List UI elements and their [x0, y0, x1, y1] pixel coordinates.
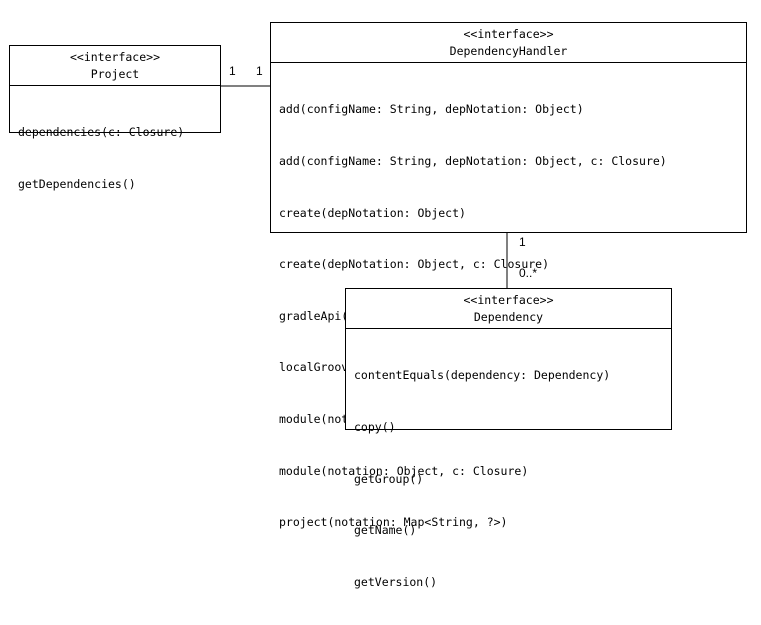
- dependency-handler-method: create(depNotation: Object): [279, 205, 466, 220]
- dependency-method: copy(): [354, 420, 396, 435]
- project-method: dependencies(c: Closure): [18, 125, 185, 140]
- dependency-handler-method: create(depNotation: Object, c: Closure): [279, 257, 550, 272]
- project-stereotype: <<interface>>: [69, 50, 160, 64]
- dependency-handler-interface-box: <<interface>> DependencyHandler add(conf…: [270, 22, 747, 529]
- dependency-handler-name: DependencyHandler: [449, 44, 568, 58]
- dependency-stereotype: <<interface>>: [463, 293, 554, 307]
- project-name: Project: [90, 67, 140, 81]
- multiplicity-handler-bottom: 1: [519, 235, 526, 249]
- dependency-method: getGroup(): [354, 471, 424, 486]
- dependency-handler-method: add(configName: String, depNotation: Obj…: [279, 102, 584, 117]
- project-method: getDependencies(): [18, 177, 136, 192]
- dependency-method: getName(): [354, 523, 417, 538]
- project-methods: dependencies(c: Closure) getDependencies…: [10, 86, 220, 228]
- dependency-method: contentEquals(dependency: Dependency): [354, 368, 611, 383]
- multiplicity-handler-end: 1: [256, 64, 263, 78]
- dependency-method: getVersion(): [354, 574, 438, 589]
- project-interface-box: <<interface>> Project dependencies(c: Cl…: [9, 45, 221, 191]
- dependency-header: <<interface>> Dependency: [346, 289, 671, 329]
- dependency-name: Dependency: [473, 310, 544, 324]
- dependency-handler-header: <<interface>> DependencyHandler: [271, 23, 746, 63]
- project-header: <<interface>> Project: [10, 46, 220, 86]
- uml-class-diagram: <<interface>> Project dependencies(c: Cl…: [9, 22, 747, 589]
- dependency-interface-box: <<interface>> Dependency contentEquals(d…: [345, 288, 672, 589]
- association-lines: [221, 85, 508, 288]
- multiplicity-dependency-top: 0..*: [519, 266, 538, 280]
- dependency-handler-method: gradleApi(): [279, 308, 356, 323]
- dependency-handler-method: add(configName: String, depNotation: Obj…: [279, 154, 667, 169]
- dependency-handler-stereotype: <<interface>>: [463, 27, 554, 41]
- multiplicity-project-end: 1: [229, 64, 236, 78]
- dependency-methods: contentEquals(dependency: Dependency) co…: [346, 329, 671, 625]
